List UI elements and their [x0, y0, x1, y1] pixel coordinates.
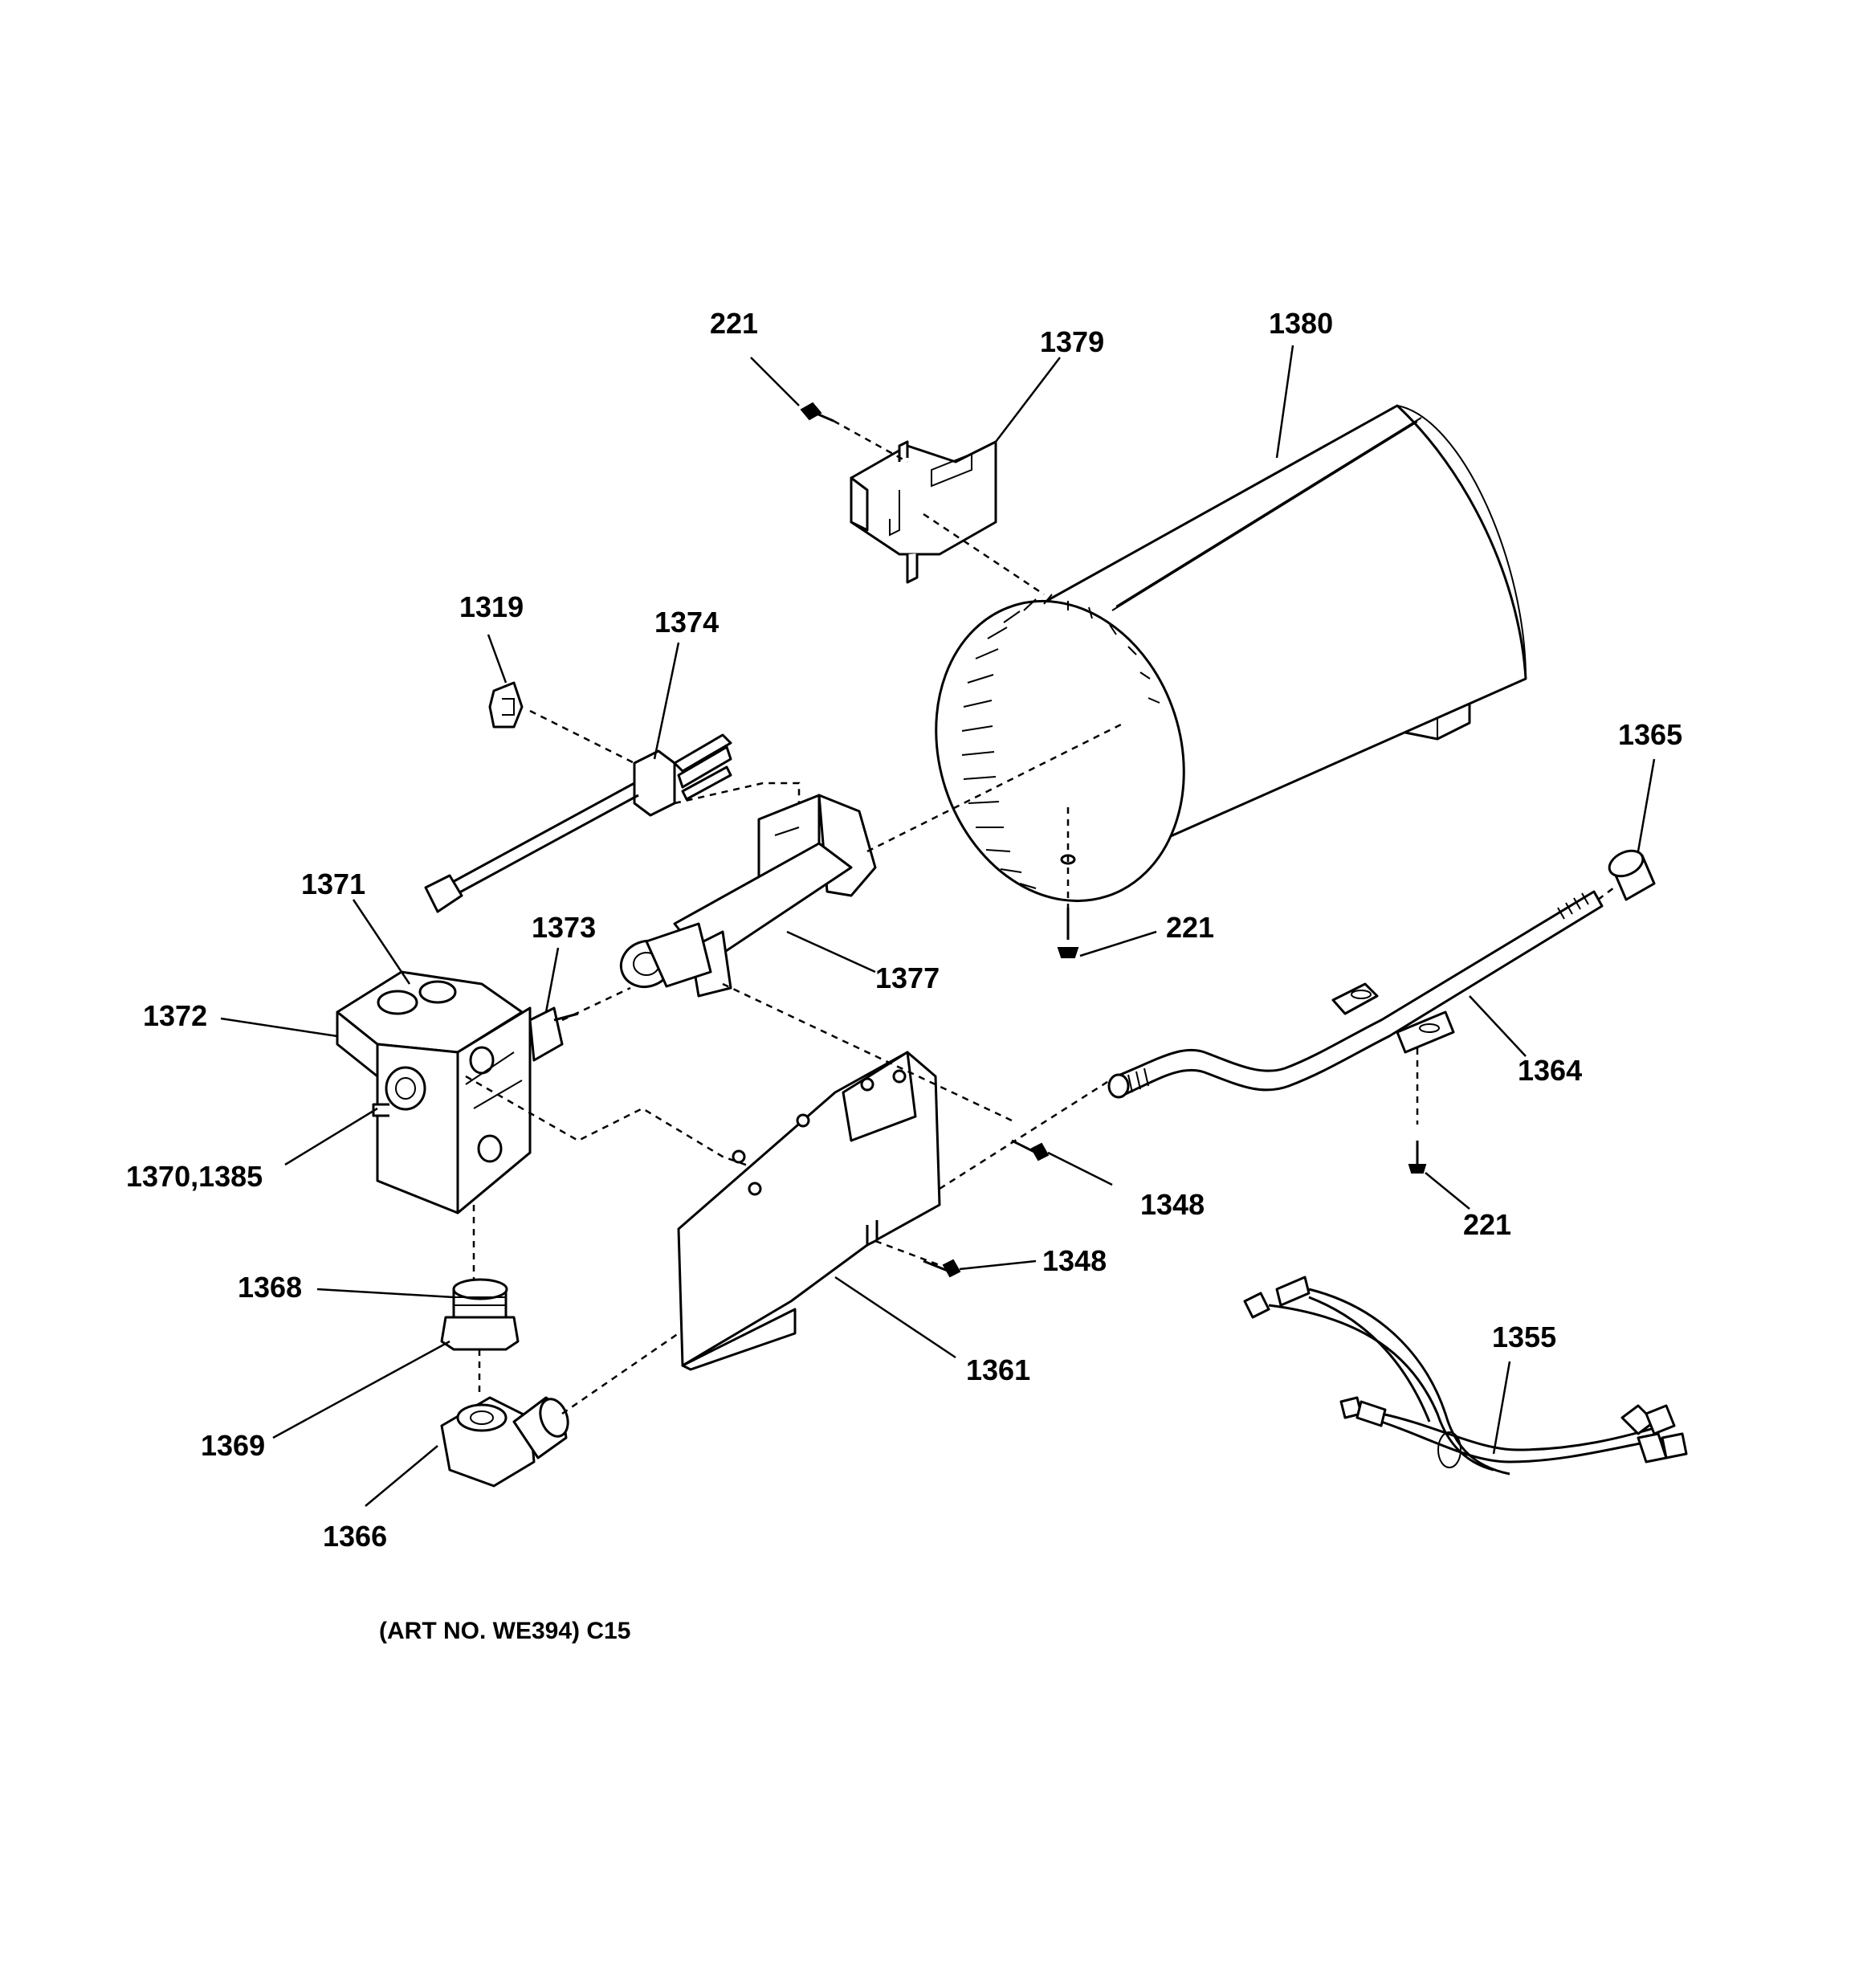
bracket-1379	[850, 440, 997, 584]
callout-221-right: 221	[1463, 1208, 1511, 1241]
screw-1348-b	[923, 1259, 961, 1278]
callout-1355: 1355	[1492, 1321, 1556, 1353]
callout-1377: 1377	[875, 961, 940, 994]
callout-1368: 1368	[238, 1271, 302, 1304]
callout-1373: 1373	[532, 911, 596, 944]
callout-1348-b: 1348	[1042, 1244, 1107, 1277]
cap-1365	[1608, 849, 1656, 901]
callout-1319: 1319	[459, 590, 524, 623]
callout-1372: 1372	[143, 999, 207, 1032]
callout-1361: 1361	[966, 1353, 1030, 1386]
fitting-1368	[452, 1278, 508, 1319]
callout-1380: 1380	[1269, 307, 1333, 340]
callout-1365: 1365	[1618, 718, 1682, 751]
callout-1364: 1364	[1518, 1054, 1582, 1087]
callout-1371: 1371	[301, 867, 365, 900]
callout-1369: 1369	[201, 1429, 265, 1462]
nut-1369	[440, 1316, 520, 1351]
callout-221-top: 221	[710, 307, 758, 340]
callout-1370-1385: 1370,1385	[126, 1160, 263, 1193]
combustion-chamber-1380	[935, 404, 1527, 903]
art-number-caption: (ART NO. WE394) C15	[379, 1618, 630, 1644]
heat-shield-1361	[677, 1051, 941, 1371]
screw-221-mid	[1057, 908, 1079, 958]
callout-1374: 1374	[654, 606, 719, 639]
clip-1319	[488, 681, 524, 729]
screw-221-top	[800, 402, 834, 423]
callout-labels: 221 1379 1380 1319 1374 1365 1371 1373 2…	[126, 307, 1682, 1644]
screw-221-right	[1408, 1141, 1427, 1174]
elbow-1366	[440, 1396, 569, 1488]
igniter-1374	[424, 733, 732, 913]
callout-221-mid: 221	[1166, 911, 1214, 944]
leader-lines	[220, 345, 1656, 1507]
burner-1377	[619, 794, 877, 998]
gas-valve-1370-1385	[336, 970, 579, 1214]
callout-1379: 1379	[1040, 325, 1104, 358]
callout-1348-a: 1348	[1140, 1188, 1205, 1221]
callout-1366: 1366	[323, 1520, 387, 1553]
wire-harness-1355	[1243, 1276, 1688, 1476]
screw-1348-a	[1011, 1139, 1050, 1161]
